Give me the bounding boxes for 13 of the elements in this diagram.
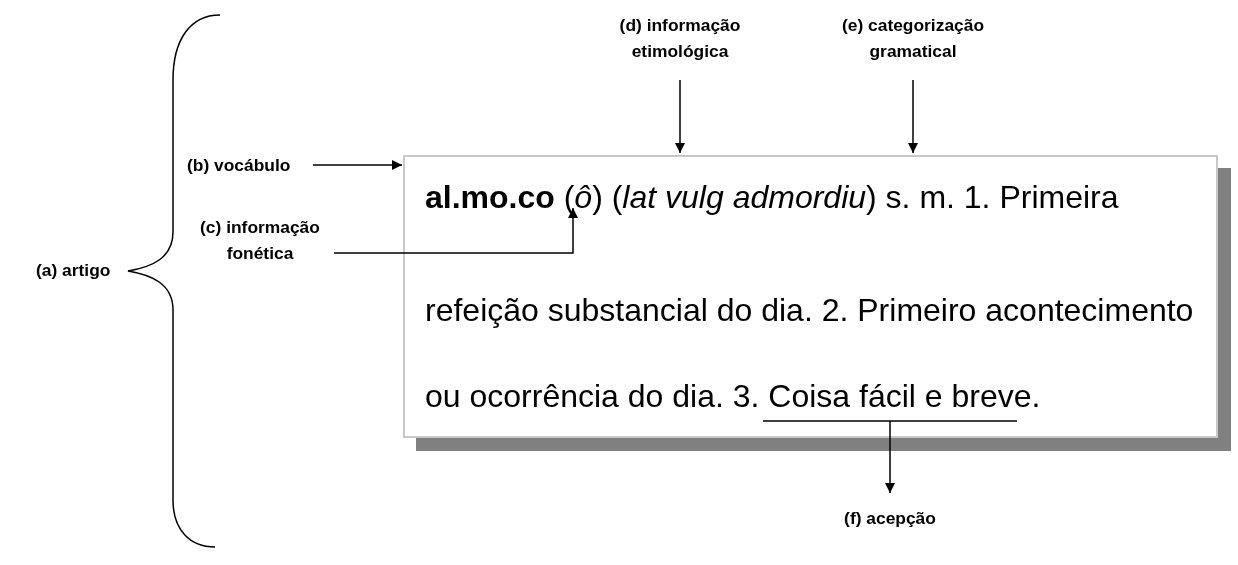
- callout-label: (c) informação fonética: [199, 216, 321, 265]
- callout-label: (d) informação etimológica: [618, 14, 742, 63]
- arrow: [908, 79, 918, 154]
- arrow: [675, 79, 685, 154]
- callout-label: (f) acepção: [843, 507, 937, 530]
- callout-label: (a) artigo: [36, 259, 111, 282]
- arrow: [333, 207, 578, 254]
- entry-text-line: ou ocorrência do dia. 3. Coisa fácil e breve.: [425, 378, 1041, 415]
- arrow: [885, 420, 895, 494]
- entry-text-line: refeição substancial do dia. 2. Primeiro acontecimento: [425, 292, 1194, 329]
- arrow: [312, 160, 403, 170]
- callout-label: (b) vocábulo: [187, 154, 292, 177]
- callout-label: (e) categorização gramatical: [840, 14, 986, 63]
